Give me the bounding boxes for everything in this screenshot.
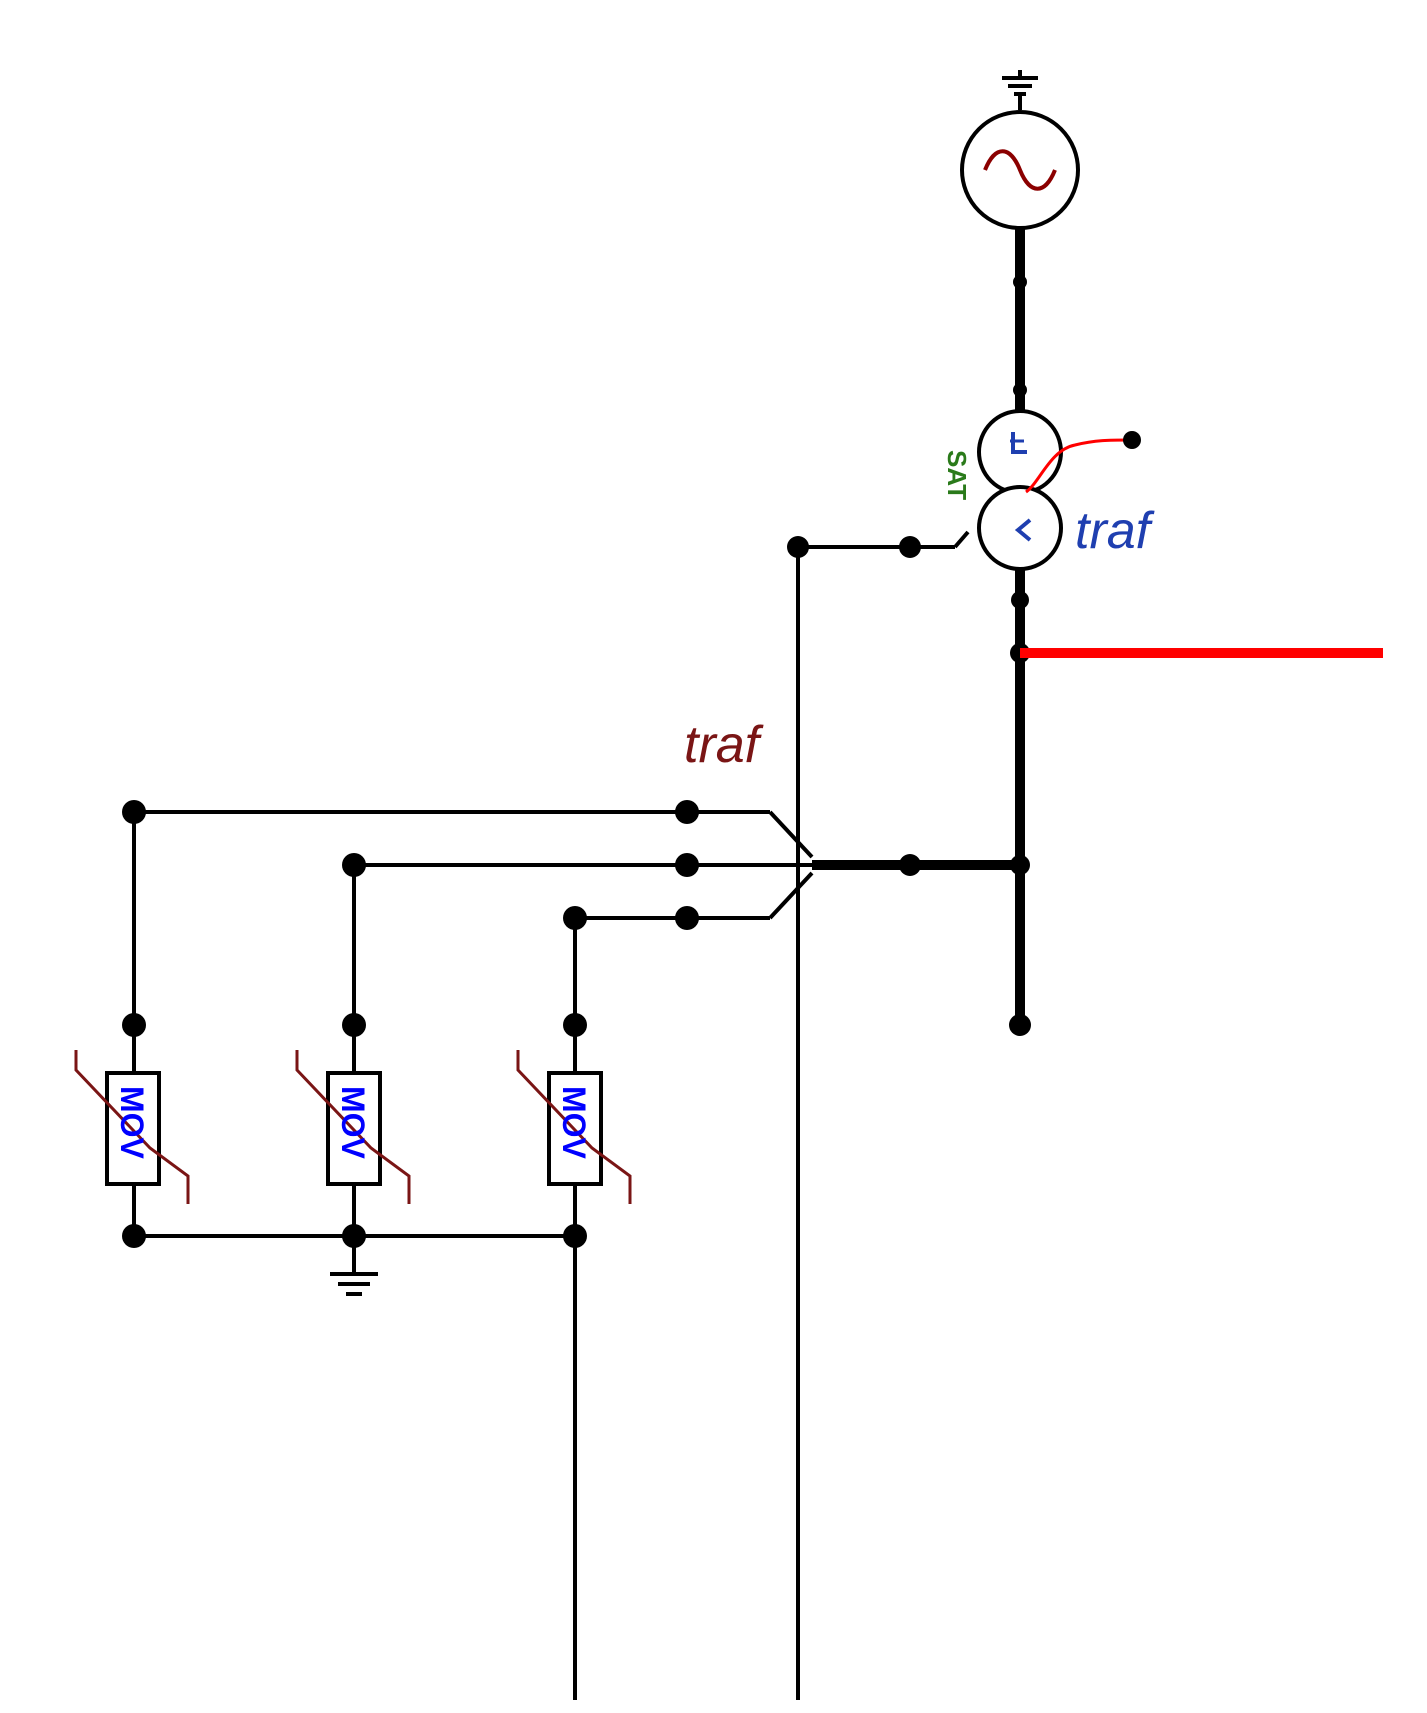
mov-label: MOV [114,1086,150,1160]
transformer-icon[interactable] [977,409,1131,571]
node [1013,383,1027,397]
mov-label: MOV [335,1086,371,1160]
mov-arrester-icon[interactable]: MOV [295,1050,411,1204]
node [1009,1014,1031,1036]
node [675,906,699,930]
traf-label-right: traf [1075,502,1155,560]
traf-label-left: traf [684,716,764,774]
mov-arrester-icon[interactable]: MOV [516,1050,632,1204]
node [675,800,699,824]
ground-icon [330,1236,378,1296]
node [563,1013,587,1037]
node [342,1013,366,1037]
mov-label: MOV [556,1086,592,1160]
node [899,536,921,558]
node [675,853,699,877]
node [899,854,921,876]
mov-arrester-icon[interactable]: MOV [74,1050,190,1204]
ground-icon [1002,70,1038,110]
node [1011,591,1029,609]
sat-label: SAT [942,450,972,500]
node [122,1013,146,1037]
node [1013,275,1027,289]
ac-source-icon[interactable] [960,110,1080,230]
control-node[interactable] [1123,431,1141,449]
